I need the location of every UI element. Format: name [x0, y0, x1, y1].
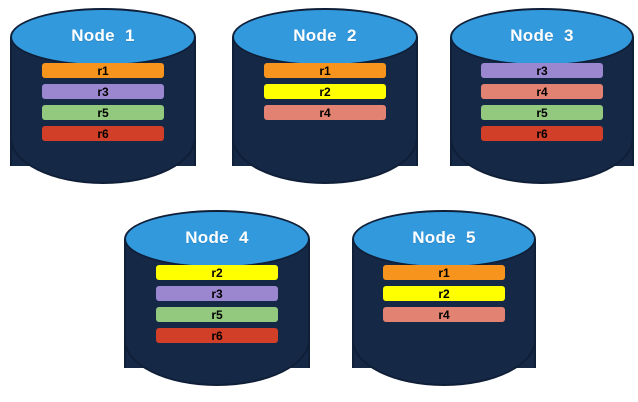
- node-4-label: Node 4: [185, 228, 249, 247]
- node-3[interactable]: Node 3 r3 r4 r5 r6: [450, 8, 634, 184]
- node-1[interactable]: Node 1 r1 r3 r5 r6: [10, 8, 196, 184]
- replica-bar-r5[interactable]: r5: [481, 105, 603, 120]
- replica-bar-r1[interactable]: r1: [264, 63, 386, 78]
- node-5-cylinder-bottom: [352, 340, 536, 386]
- replica-bar-r5[interactable]: r5: [42, 105, 164, 120]
- replica-bar-r2[interactable]: r2: [383, 286, 505, 301]
- node-5-cylinder-top: [352, 210, 536, 268]
- node-4-cylinder-bottom: [124, 340, 310, 386]
- replica-bar-r2[interactable]: r2: [264, 84, 386, 99]
- node-2-cylinder-bottom: [232, 138, 418, 184]
- replica-bar-r4[interactable]: r4: [383, 307, 505, 322]
- node-4[interactable]: Node 4 r2 r3 r5 r6: [124, 210, 310, 386]
- node-1-label: Node 1: [71, 26, 135, 45]
- node-2-cylinder-top: [232, 8, 418, 66]
- node-2-label: Node 2: [293, 26, 357, 45]
- node-1-cylinder-bottom: [10, 138, 196, 184]
- node-3-cylinder-top: [450, 8, 634, 66]
- node-5[interactable]: Node 5 r1 r2 r4: [352, 210, 536, 386]
- node-2[interactable]: Node 2 r1 r2 r4: [232, 8, 418, 184]
- node-1-replica-list: r1 r3 r5 r6: [10, 63, 196, 141]
- replica-bar-r1[interactable]: r1: [383, 265, 505, 280]
- replica-bar-r3[interactable]: r3: [42, 84, 164, 99]
- node-1-cylinder-top: [10, 8, 196, 66]
- node-3-replica-list: r3 r4 r5 r6: [450, 63, 634, 141]
- node-4-replica-list: r2 r3 r5 r6: [124, 265, 310, 343]
- replica-bar-r4[interactable]: r4: [264, 105, 386, 120]
- node-4-cylinder-top: [124, 210, 310, 268]
- node-2-replica-list: r1 r2 r4: [232, 63, 418, 120]
- node-5-label: Node 5: [412, 228, 476, 247]
- node-5-replica-list: r1 r2 r4: [352, 265, 536, 322]
- replica-bar-r3[interactable]: r3: [156, 286, 278, 301]
- replica-bar-r2[interactable]: r2: [156, 265, 278, 280]
- replica-bar-r5[interactable]: r5: [156, 307, 278, 322]
- replica-bar-r1[interactable]: r1: [42, 63, 164, 78]
- node-3-cylinder-bottom: [450, 138, 634, 184]
- replica-bar-r6[interactable]: r6: [156, 328, 278, 343]
- replica-bar-r6[interactable]: r6: [481, 126, 603, 141]
- replica-bar-r4[interactable]: r4: [481, 84, 603, 99]
- node-3-label: Node 3: [510, 26, 574, 45]
- replica-bar-r3[interactable]: r3: [481, 63, 603, 78]
- replica-bar-r6[interactable]: r6: [42, 126, 164, 141]
